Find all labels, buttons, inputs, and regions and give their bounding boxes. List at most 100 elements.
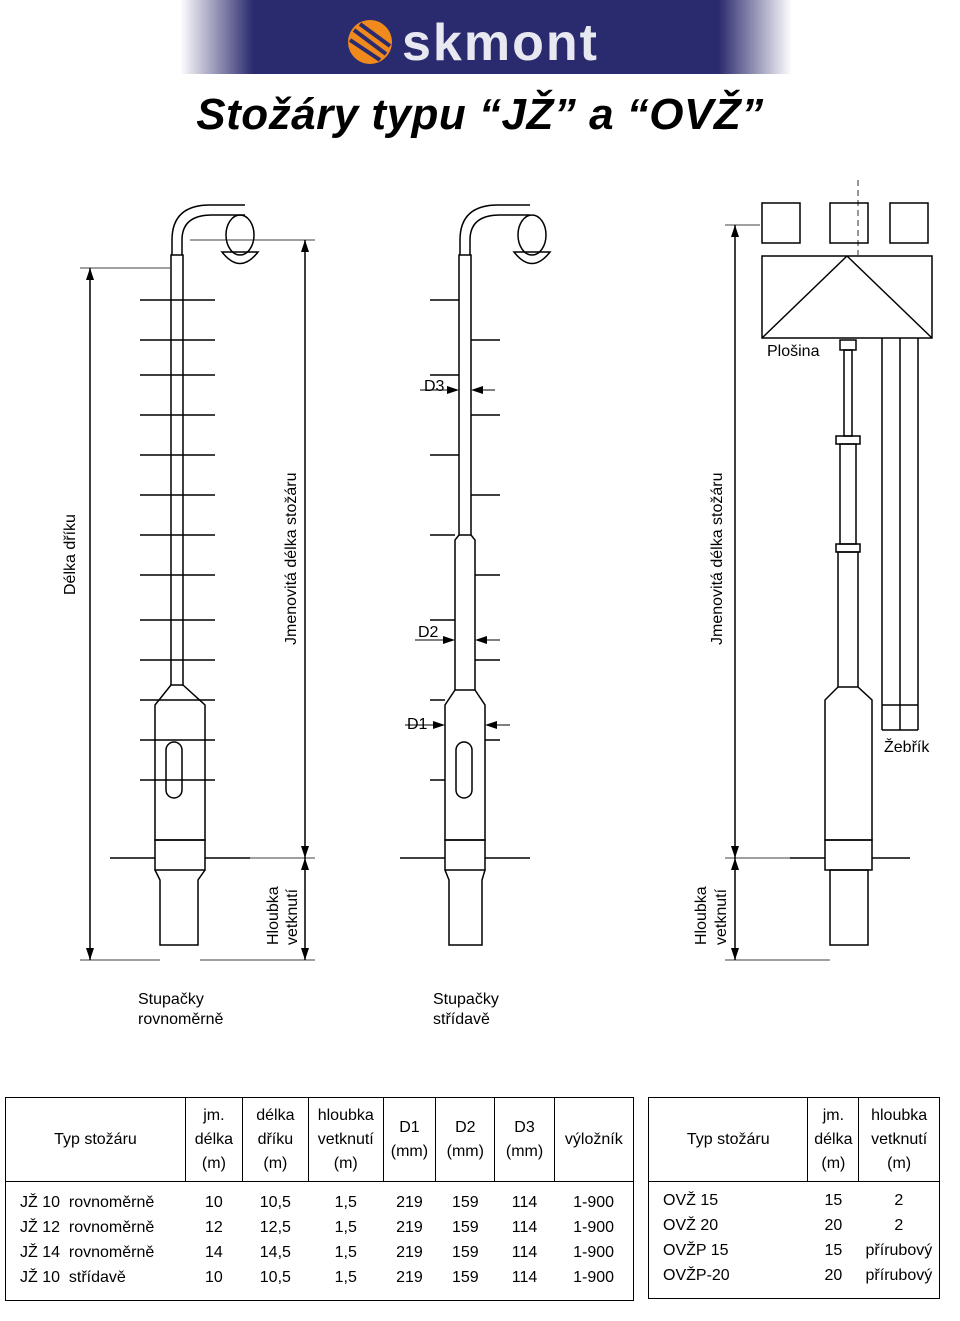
table-cell: 159 xyxy=(451,1244,479,1261)
label-delka-driku: Délka dříku xyxy=(62,514,79,595)
table-cell: 114 xyxy=(511,1194,538,1211)
label-plosina: Plošina xyxy=(767,343,820,360)
table-cell: 219 xyxy=(396,1194,423,1211)
pole-jz-alternating xyxy=(400,204,552,946)
column-header-line: hloubka xyxy=(317,1106,374,1124)
column-header: Typ stožáru xyxy=(649,1098,808,1182)
table-cell: 1,5 xyxy=(334,1244,357,1261)
label-stupacky-2a: Stupačky xyxy=(433,991,499,1008)
table-cell: 1-900 xyxy=(573,1194,615,1211)
column-header: výložník xyxy=(553,1097,634,1182)
column-header-line: dříku xyxy=(257,1130,294,1148)
label-d2: D2 xyxy=(418,624,439,641)
table-cell: přírubový xyxy=(865,1242,933,1259)
table-cell: 219 xyxy=(396,1244,423,1261)
column-header-line: D3 xyxy=(514,1118,535,1136)
table-cell: 159 xyxy=(451,1269,479,1286)
label-d1: D1 xyxy=(407,716,428,733)
label-hloubka-1a: Hloubka xyxy=(265,886,282,945)
table-row: OVŽ 20 20 2 xyxy=(649,1213,940,1238)
column-header-line: (m) xyxy=(263,1154,288,1172)
column-header-line: (m) xyxy=(201,1154,226,1172)
column-header-line: délka xyxy=(194,1130,234,1148)
table-cell: 14 xyxy=(205,1244,223,1261)
label-hloubka-1b: vetknutí xyxy=(284,888,301,945)
label-hloubka-2a: Hloubka xyxy=(693,886,710,945)
table-cell: 1,5 xyxy=(334,1269,357,1286)
pole-ovz xyxy=(725,180,933,961)
table-cell: OVŽP-20 xyxy=(663,1267,730,1284)
table-cell: 1-900 xyxy=(573,1219,615,1236)
table-cell: JŽ 10 rovnoměrně xyxy=(20,1194,155,1211)
column-header-line: D2 xyxy=(455,1118,476,1136)
label-zebrik: Žebřík xyxy=(884,737,930,756)
column-header-line: délka xyxy=(814,1130,853,1148)
page-title: Stožáry typu “JŽ” a “OVŽ” xyxy=(196,90,764,139)
table-row: JŽ 14 rovnoměrně 14 14,5 1,5 219 159 114 1-900 xyxy=(6,1240,634,1265)
table-cell: 1-900 xyxy=(573,1269,615,1286)
table-cell: 10,5 xyxy=(259,1194,291,1211)
table-cell: 1-900 xyxy=(573,1244,615,1261)
label-d3: D3 xyxy=(424,378,445,395)
table-cell: 219 xyxy=(396,1269,423,1286)
column-header-line: (mm) xyxy=(446,1142,484,1160)
pole-jz-even xyxy=(80,204,315,961)
column-header: Typ stožáru xyxy=(6,1098,186,1182)
label-hloubka-2b: vetknutí xyxy=(713,888,730,945)
label-stupacky-2b: střídavě xyxy=(433,1011,490,1028)
column-header: délka dříku (m) xyxy=(241,1097,309,1182)
table-cell: 2 xyxy=(894,1217,904,1234)
table-cell: 114 xyxy=(511,1244,538,1261)
column-header-line: (mm) xyxy=(390,1142,429,1160)
column-header: jm.délka(m) xyxy=(807,1097,859,1182)
table-cell: 159 xyxy=(451,1219,479,1236)
table-cell: 14,5 xyxy=(259,1244,291,1261)
table-cell: OVŽP 15 xyxy=(663,1242,729,1259)
column-header-line: D1 xyxy=(399,1118,420,1136)
column-header: D2 (mm) xyxy=(435,1097,495,1182)
pole-drawing: Délka dříku Jmenovitá délka stožáru Jmen… xyxy=(62,180,933,1028)
company-logo: skmont xyxy=(180,0,792,74)
table-cell: 12 xyxy=(205,1219,223,1236)
column-header-line: hloubka xyxy=(871,1106,928,1124)
column-header: D1 (mm) xyxy=(382,1097,436,1182)
column-header-line: Typ stožáru xyxy=(686,1130,770,1148)
table-cell: JŽ 14 rovnoměrně xyxy=(20,1244,155,1261)
table-cell: 114 xyxy=(511,1269,538,1286)
column-header: D3 (mm) xyxy=(494,1097,555,1182)
svg-text:skmont: skmont xyxy=(402,14,599,72)
table-cell: 10 xyxy=(205,1269,223,1286)
table-cell: 20 xyxy=(824,1267,843,1284)
table-cell: 219 xyxy=(396,1219,423,1236)
logo-mark-icon xyxy=(348,20,392,64)
column-header-line: vetknutí xyxy=(317,1130,374,1148)
column-header-line: Typ stožáru xyxy=(54,1130,137,1148)
table-cell: 1,5 xyxy=(334,1219,357,1236)
table-cell: OVŽ 20 xyxy=(663,1217,719,1234)
table-row: JŽ 10 střídavě 10 10,5 1,5 219 159 114 1-900 xyxy=(6,1265,634,1290)
column-header-line: výložník xyxy=(564,1130,623,1148)
label-jmenovita-2: Jmenovitá délka stožáru xyxy=(709,472,726,645)
table-cell: 10,5 xyxy=(259,1269,291,1286)
label-jmenovita-1: Jmenovitá délka stožáru xyxy=(283,472,300,645)
table-cell: JŽ 12 rovnoměrně xyxy=(20,1219,155,1236)
column-header-line: délka xyxy=(256,1106,295,1124)
column-header-line: jm. xyxy=(822,1106,845,1124)
table-cell: 1,5 xyxy=(334,1194,357,1211)
table-cell: JŽ 10 střídavě xyxy=(20,1269,126,1286)
table-cell: 159 xyxy=(451,1194,479,1211)
column-header-line: (m) xyxy=(333,1154,358,1172)
column-header: hloubka vetknutí (m) xyxy=(307,1097,384,1182)
table-cell: 2 xyxy=(894,1192,904,1209)
column-header-line: (mm) xyxy=(505,1142,544,1160)
column-header: jm.délka(m) xyxy=(184,1097,243,1182)
table-cell: 15 xyxy=(824,1192,843,1209)
table-cell: 20 xyxy=(824,1217,843,1234)
